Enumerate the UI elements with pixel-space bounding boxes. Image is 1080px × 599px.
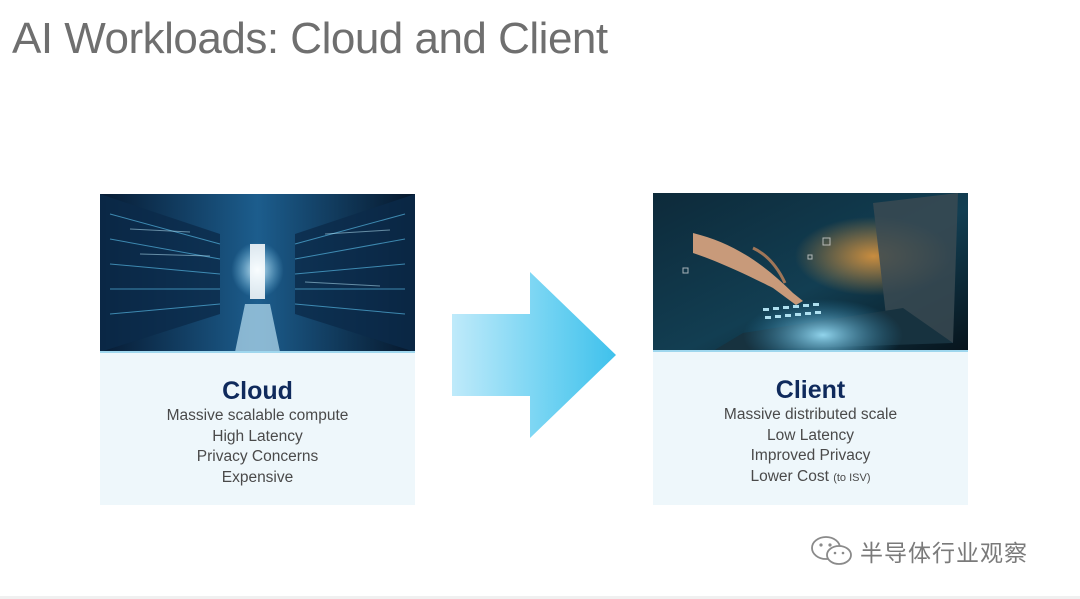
client-line: Improved Privacy bbox=[750, 447, 871, 464]
cloud-line: High Latency bbox=[212, 427, 303, 445]
data-center-image bbox=[100, 194, 415, 352]
cloud-card: Cloud Massive scalable compute High Late… bbox=[100, 194, 415, 505]
cloud-line: Privacy Concerns bbox=[196, 448, 319, 465]
cloud-line: Expensive bbox=[221, 468, 294, 486]
laptop-touch-image bbox=[653, 193, 968, 351]
cloud-heading: Cloud bbox=[222, 377, 293, 405]
wechat-icon bbox=[811, 536, 852, 565]
card-divider bbox=[653, 350, 968, 352]
watermark-text: 半导体行业观察 bbox=[860, 540, 1028, 566]
right-arrow-icon bbox=[452, 272, 616, 438]
client-line-text: Lower Cost bbox=[750, 467, 829, 485]
client-heading: Client bbox=[775, 376, 846, 404]
card-divider bbox=[100, 351, 415, 353]
client-line: Low Latency bbox=[766, 426, 855, 444]
bottom-rule bbox=[0, 596, 1080, 599]
client-line-suffix: (to ISV) bbox=[833, 471, 871, 484]
client-line: Massive distributed scale bbox=[723, 406, 898, 423]
slide-title: AI Workloads: Cloud and Client bbox=[12, 14, 608, 63]
client-card: Client Massive distributed scale Low Lat… bbox=[653, 193, 968, 505]
client-line-last: Lower Cost (to ISV) bbox=[653, 467, 968, 489]
cloud-line: Massive scalable compute bbox=[166, 407, 349, 424]
watermark: 半导体行业观察 bbox=[810, 534, 1028, 568]
